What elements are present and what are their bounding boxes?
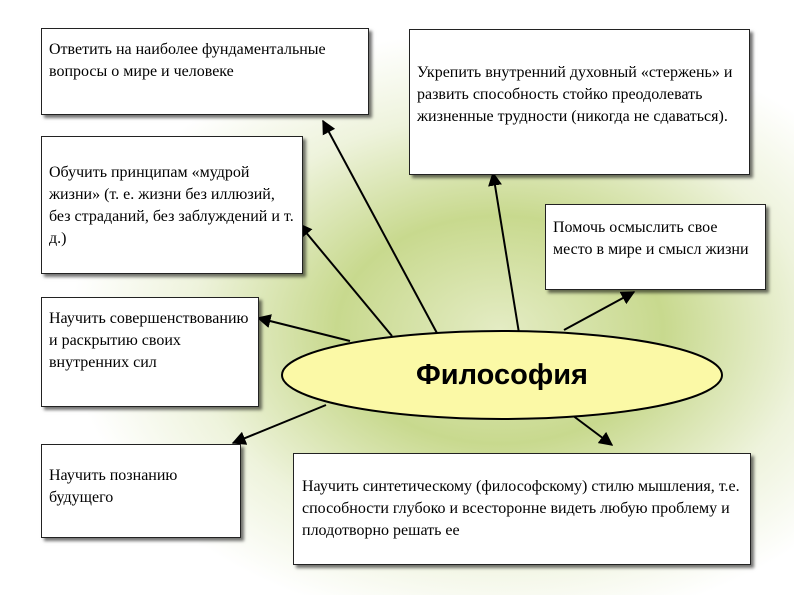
goal-wise-life: Обучить принципам «мудрой жизни» (т. е. … bbox=[41, 136, 303, 274]
arrow-to-future bbox=[231, 404, 327, 445]
center-label: Философия bbox=[416, 358, 588, 391]
goal-meaning-of-life: Помочь осмыслить свое место в мире и смы… bbox=[545, 204, 766, 290]
arrow-to-meaning-of-life bbox=[563, 291, 636, 331]
center-ellipse bbox=[281, 330, 723, 420]
goal-knowing-future: Научить познанию будущего bbox=[41, 444, 241, 538]
arrow-to-wise-life bbox=[298, 222, 393, 337]
arrow-to-inner-strength bbox=[256, 314, 351, 342]
arrow-to-fundamental-questions bbox=[322, 119, 439, 336]
goal-inner-core: Укрепить внутренний духовный «стержень» … bbox=[409, 29, 750, 175]
arrow-to-inner-core bbox=[488, 171, 520, 334]
goal-synthetic-thinking: Научить синтетическому (философскому) ст… bbox=[293, 453, 751, 565]
goal-inner-strength: Научить совершенствованию и раскрытию св… bbox=[41, 297, 259, 407]
goal-fundamental-questions: Ответить на наиболее фундаментальные воп… bbox=[41, 28, 369, 115]
